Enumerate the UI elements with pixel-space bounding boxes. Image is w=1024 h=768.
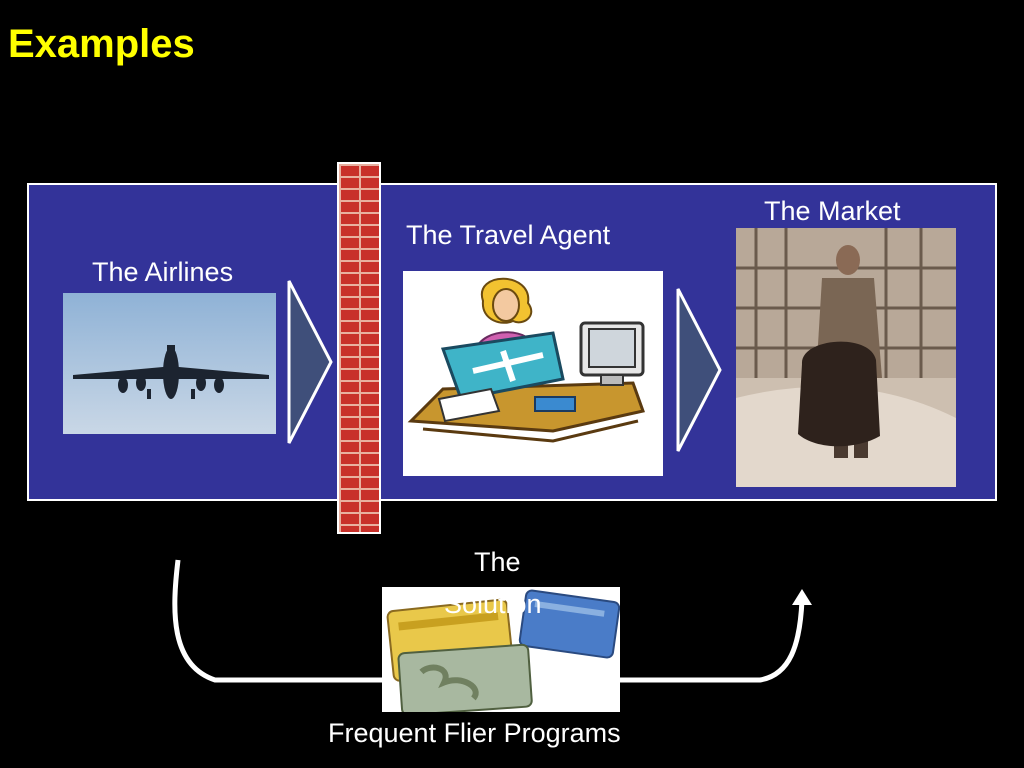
brick-wall	[337, 162, 381, 534]
airplane-photo	[63, 293, 276, 434]
travel-agent-label: The Travel Agent	[406, 220, 611, 250]
solution-label-line2: Solution	[444, 589, 542, 619]
slide-title: Examples	[8, 22, 195, 66]
market-label: The Market	[764, 196, 901, 226]
businessman-icon	[736, 228, 956, 487]
solution-label-line1: The	[474, 547, 521, 577]
right-arrow-icon	[676, 288, 722, 452]
credit-cards-icon	[386, 589, 620, 712]
businessman-photo	[736, 228, 956, 487]
caption: Frequent Flier Programs	[328, 718, 621, 748]
travel-agent-icon	[407, 277, 645, 443]
airlines-label: The Airlines	[92, 257, 234, 287]
flow-arrow	[172, 559, 812, 683]
airplane-icon	[73, 345, 269, 399]
travel-agent-clipart	[403, 271, 663, 476]
right-arrow-icon	[287, 280, 333, 444]
frequent-flier-cards	[382, 587, 620, 712]
